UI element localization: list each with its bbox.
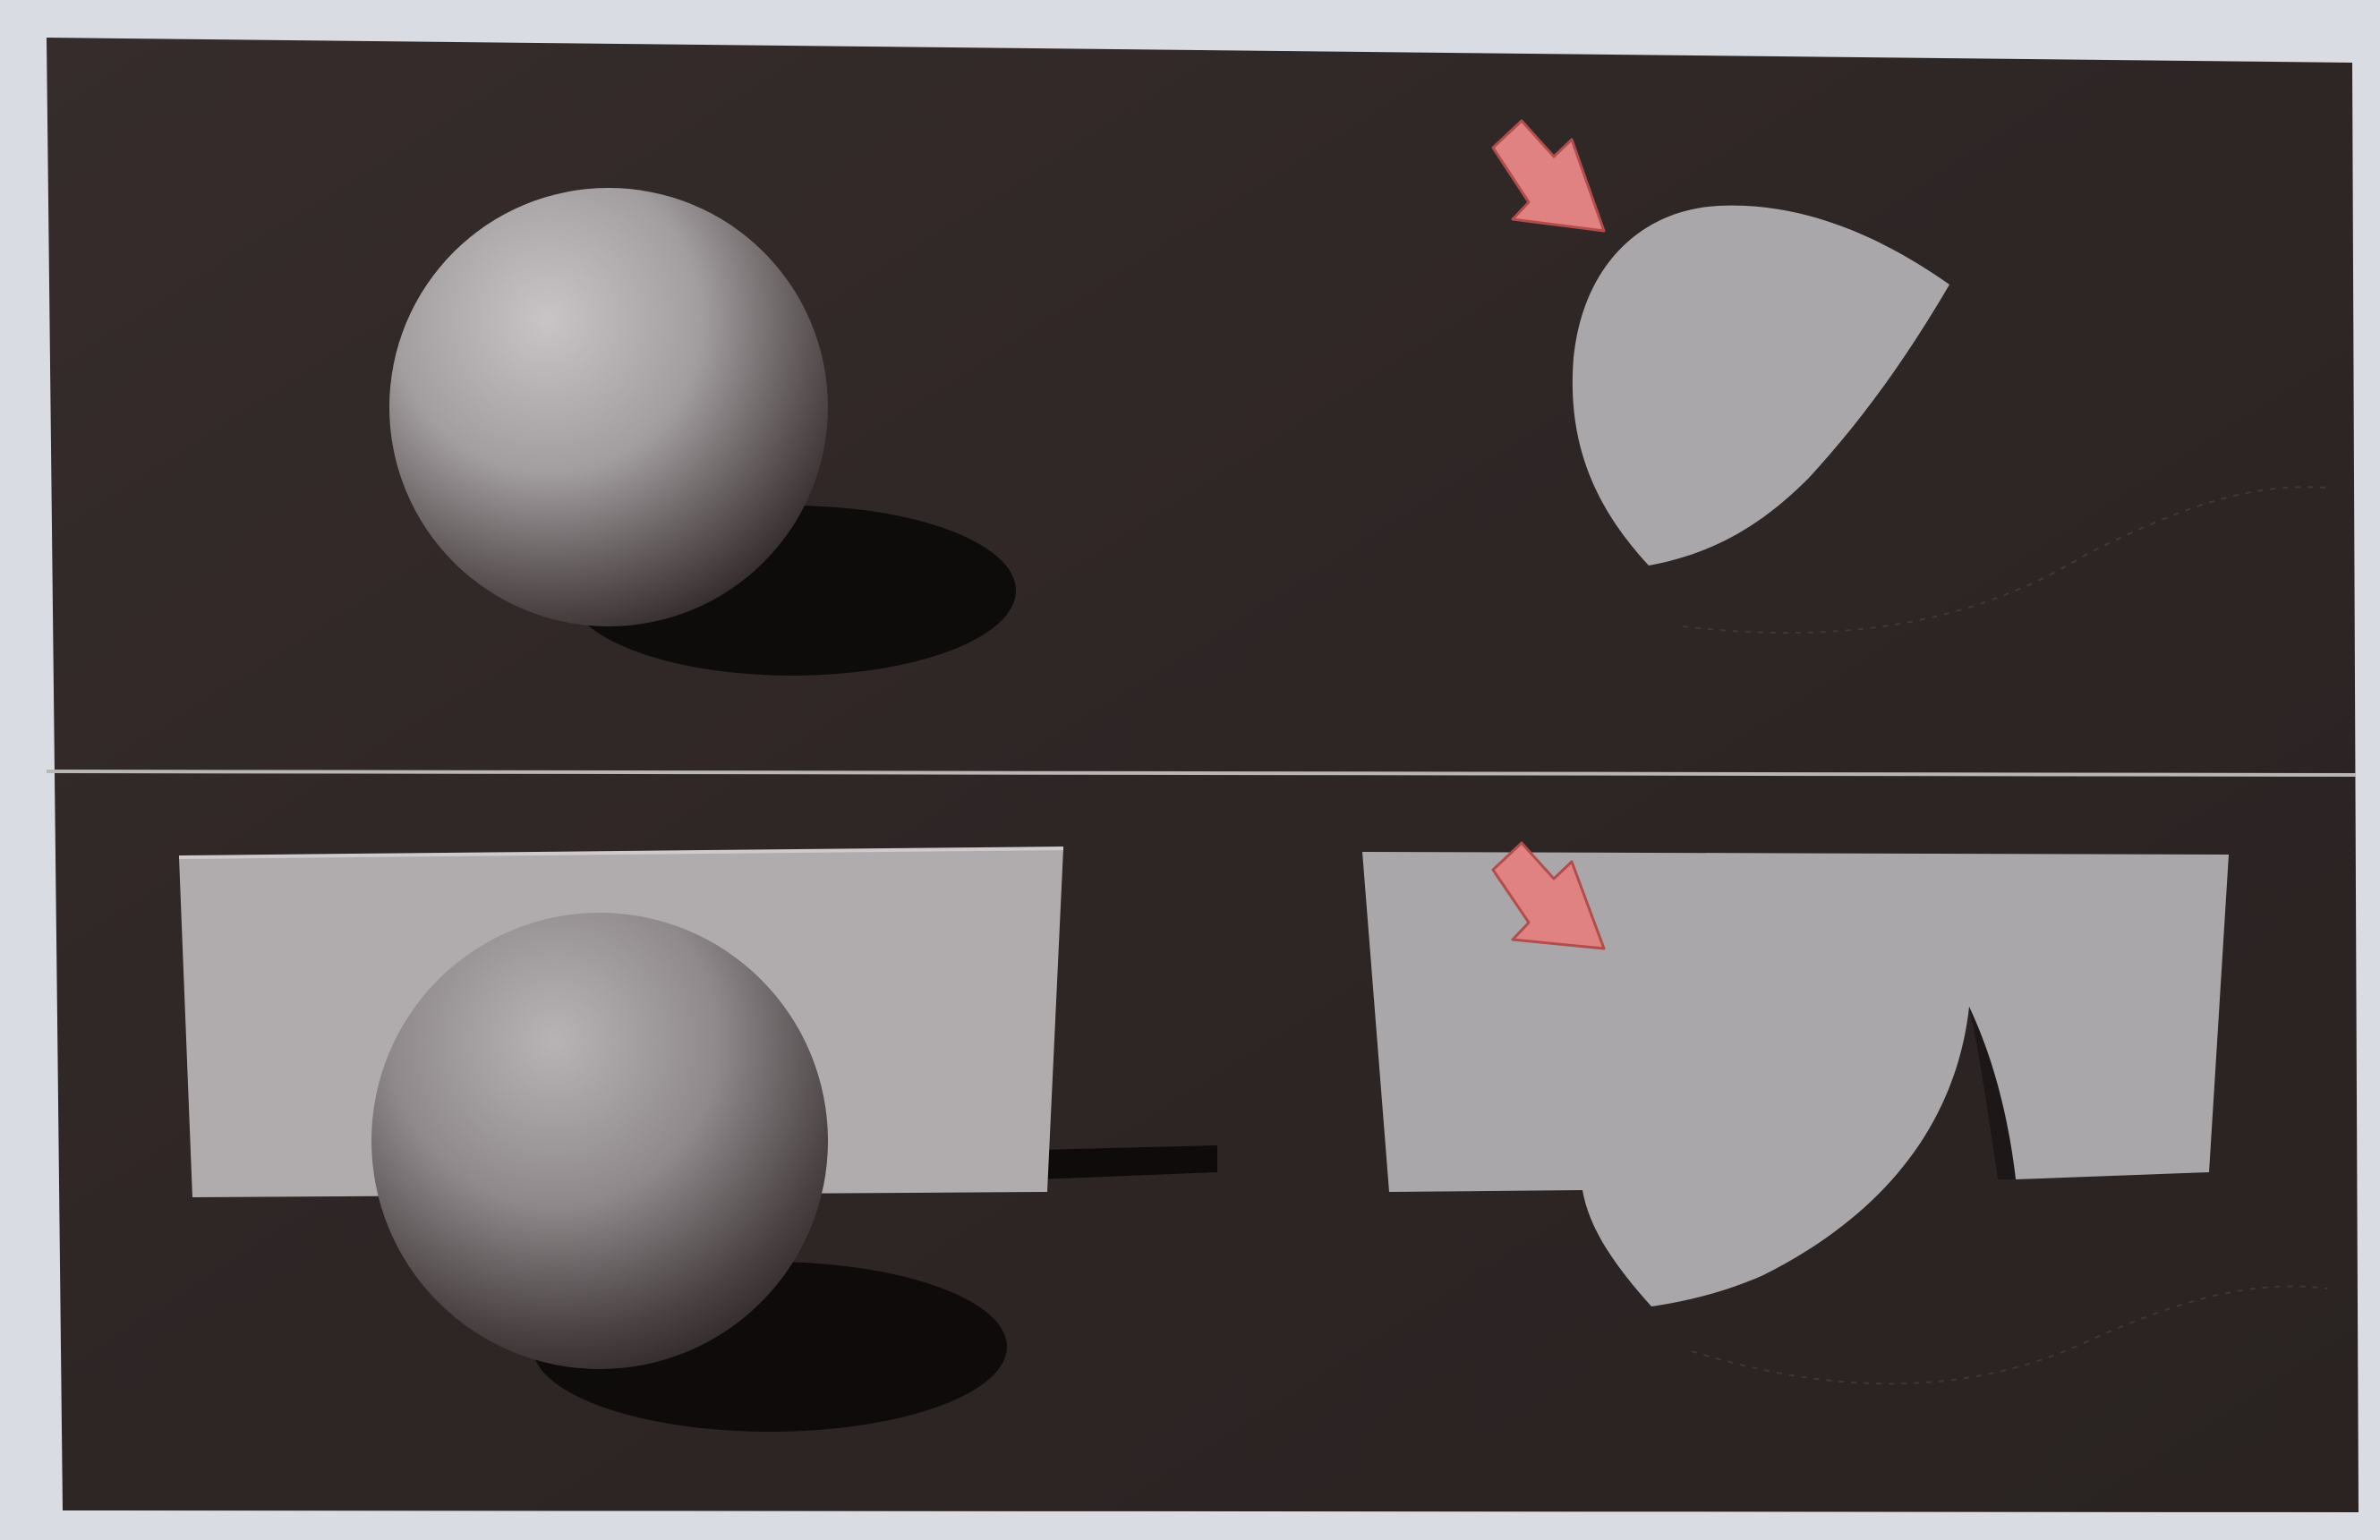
top-flat-silhouette (1572, 205, 1949, 566)
panel-divider (46, 770, 2357, 777)
top-sphere (389, 188, 828, 626)
arrow-icon (1491, 119, 1606, 233)
bottom-dashed-outline (1691, 1285, 2328, 1385)
bottom-right-card (1362, 852, 2229, 1306)
bottom-card-shadow (1038, 1145, 1217, 1179)
arrow-icon (1491, 841, 1606, 950)
bottom-sphere (371, 913, 828, 1369)
top-dashed-outline (1682, 486, 2328, 634)
bottom-left-card-edge (178, 847, 1064, 859)
bottom-right-notch-shadow (1969, 1007, 2016, 1179)
